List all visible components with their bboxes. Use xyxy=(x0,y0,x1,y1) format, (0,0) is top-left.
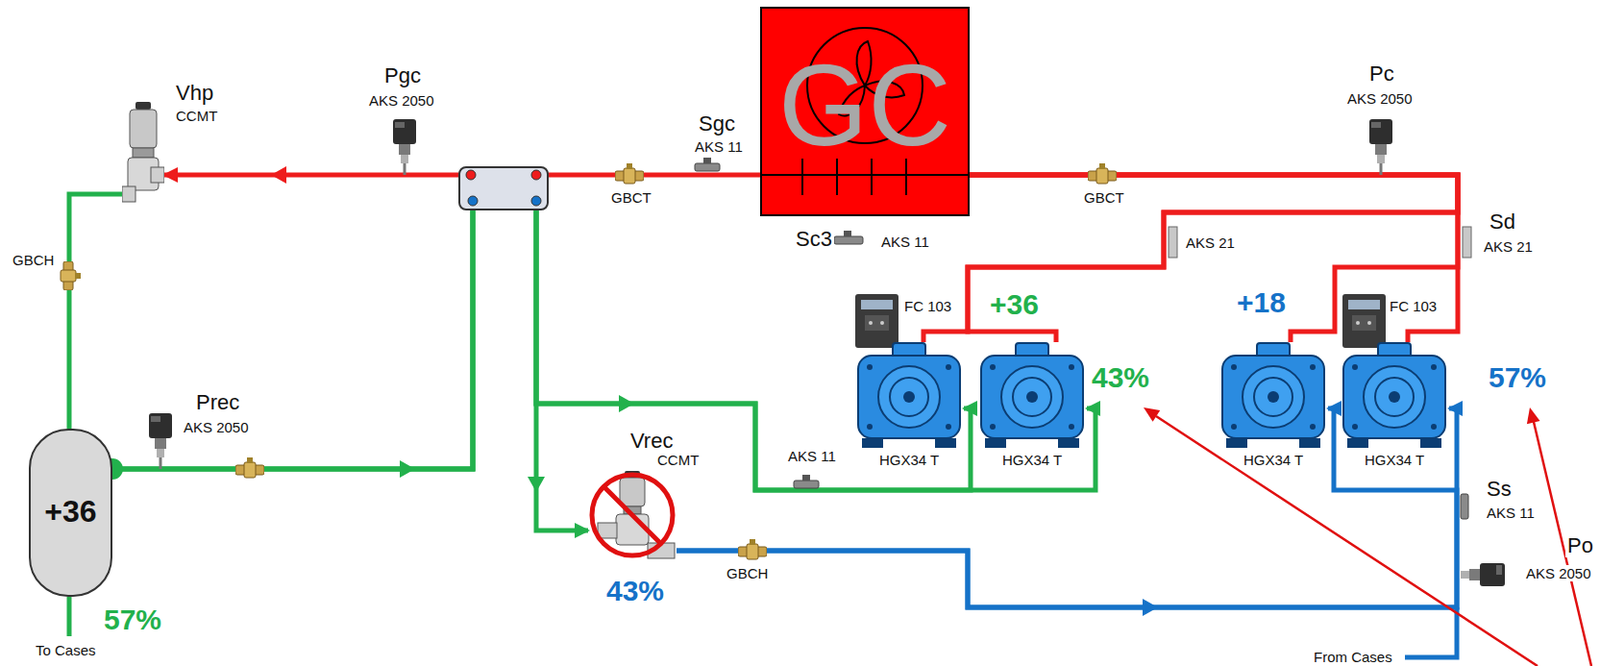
tag-label: AKS 21 xyxy=(1481,238,1535,255)
node-label: HGX34 T xyxy=(1339,451,1450,468)
compressor: HGX34 T xyxy=(1218,342,1329,473)
node-label: Vrec xyxy=(630,428,673,453)
tag-label: Pc xyxy=(1367,61,1397,86)
tag-label: FC 103 xyxy=(902,297,954,315)
tag-label: GBCT xyxy=(1082,189,1127,206)
node-label: CCMT xyxy=(175,107,218,124)
value-label: +36 xyxy=(987,288,1041,322)
node-label: CCMT xyxy=(657,451,699,468)
tag-label: Ss xyxy=(1484,476,1514,501)
value-label: 43% xyxy=(604,574,666,609)
tag-label: AKS 21 xyxy=(1183,234,1237,251)
expansion-valve-shape xyxy=(122,101,165,210)
node-label: GC xyxy=(760,47,970,163)
tag-label: AKS 11 xyxy=(1484,504,1537,521)
frequency-drives xyxy=(855,294,1386,348)
value-label: +18 xyxy=(1234,286,1288,320)
tag-label: GBCH xyxy=(724,565,770,582)
tag-label: Po xyxy=(1565,533,1596,558)
node-label: HGX34 T xyxy=(977,451,1087,468)
receiver-tank: +36 xyxy=(28,428,113,597)
pointer-arrows xyxy=(1143,407,1592,666)
tag-label: AKS 11 xyxy=(786,447,838,465)
pipe-connector xyxy=(676,408,1457,608)
tag-label: Sd xyxy=(1487,209,1518,234)
compressor-shape xyxy=(854,342,964,450)
compressor: HGX34 T xyxy=(977,342,1087,473)
compressor-shape xyxy=(1339,342,1450,450)
tag-label: Prec xyxy=(194,390,242,415)
pipe-connector xyxy=(676,408,1457,608)
compressor: HGX34 T xyxy=(854,342,964,473)
tag-label: AKS 11 xyxy=(692,138,745,155)
tag-label: To Cases xyxy=(33,641,99,659)
heat-exchanger xyxy=(459,167,548,210)
tag-label: Pgc xyxy=(382,63,423,88)
pipe-connector xyxy=(112,192,971,491)
value-label: 57% xyxy=(101,603,164,638)
tag-label: Sgc xyxy=(696,111,738,136)
compressor: HGX34 T xyxy=(1339,342,1450,473)
pipes xyxy=(69,596,1457,658)
tag-label: From Cases xyxy=(1311,648,1395,665)
tag-label: GBCT xyxy=(609,189,654,206)
tag-label: AKS 2050 xyxy=(1524,565,1594,582)
tag-label: Sc3 xyxy=(793,226,835,251)
value-label: 43% xyxy=(1089,361,1152,395)
bypass-valve: VrecCCMT xyxy=(588,468,677,562)
node-label: +36 xyxy=(28,493,113,530)
expansion-valve: VhpCCMT xyxy=(122,101,165,210)
compressor-shape xyxy=(1218,342,1329,450)
node-label: HGX34 T xyxy=(1218,451,1329,468)
tag-label: AKS 2050 xyxy=(181,418,251,436)
node-label: Vhp xyxy=(175,80,214,105)
node-label: HGX34 T xyxy=(854,451,964,468)
bypass-valve-shape xyxy=(588,468,677,562)
ball-valves xyxy=(60,163,1117,560)
compressor-shape xyxy=(977,342,1087,450)
tag-label: AKS 2050 xyxy=(1345,90,1415,107)
value-label: 57% xyxy=(1486,361,1549,395)
pipe-arrows xyxy=(270,166,1158,616)
tag-label: FC 103 xyxy=(1387,297,1439,315)
tag-label: AKS 2050 xyxy=(367,92,437,109)
pipe-connector xyxy=(112,192,589,531)
tag-label: GBCH xyxy=(10,251,56,269)
tag-label: AKS 11 xyxy=(879,233,932,250)
pipe-connector xyxy=(112,192,1096,491)
pipe-connector xyxy=(69,194,123,429)
gas-cooler: GC xyxy=(760,6,970,217)
